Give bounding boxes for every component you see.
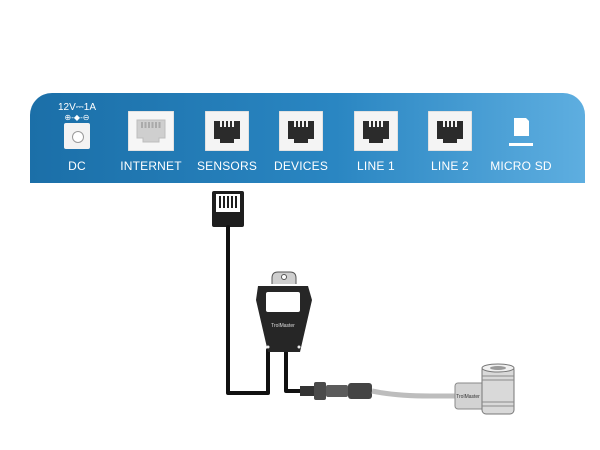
- splitter-hub: TrolMaster: [256, 271, 312, 352]
- flow-sensor: TrolMaster: [454, 363, 515, 415]
- dc-port: 12V⎓1A ⊕-◆-⊖ DC: [55, 93, 99, 183]
- rj-jack-icon: [353, 110, 399, 152]
- microsd-slot: MICRO SD: [485, 93, 557, 183]
- devices-label: DEVICES: [273, 159, 329, 173]
- rj-plug-icon: [212, 191, 244, 227]
- line1-label: LINE 1: [357, 159, 395, 173]
- microsd-label: MICRO SD: [490, 159, 552, 173]
- controller-panel: 12V⎓1A ⊕-◆-⊖ DC INTERNET: [30, 93, 585, 183]
- rj-jack-icon: [427, 110, 473, 152]
- dc-jack: [64, 123, 90, 149]
- rj-jack-icon: [204, 110, 250, 152]
- sd-card-icon: [508, 116, 534, 157]
- sensor-brand: TrolMaster: [456, 394, 480, 400]
- dc-polarity-icon: ⊕-◆-⊖: [64, 113, 90, 122]
- line2-port: LINE 2: [419, 93, 481, 183]
- dc-rating: 12V⎓1A: [57, 102, 96, 113]
- sensors-label: SENSORS: [196, 159, 258, 173]
- rj-jack-icon: [278, 110, 324, 152]
- sensors-port: SENSORS: [196, 93, 258, 183]
- cable-connector: [300, 382, 455, 400]
- devices-port: DEVICES: [270, 93, 332, 183]
- line2-label: LINE 2: [431, 159, 469, 173]
- hub-brand: TrolMaster: [271, 323, 295, 329]
- dc-label: DC: [68, 159, 86, 173]
- internet-port: INTERNET: [120, 93, 182, 183]
- ethernet-jack-icon: [127, 110, 175, 152]
- line1-port: LINE 1: [345, 93, 407, 183]
- internet-label: INTERNET: [120, 159, 182, 173]
